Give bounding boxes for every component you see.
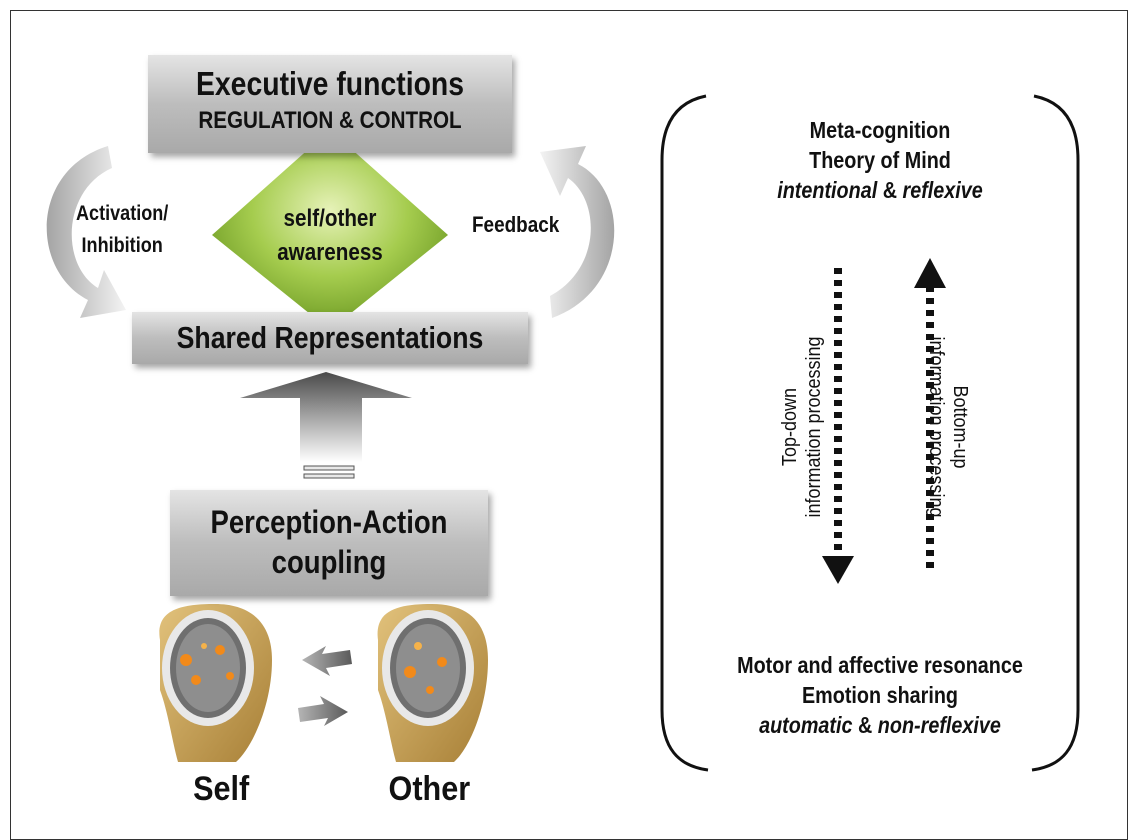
executive-subtitle: REGULATION & CONTROL [198, 107, 462, 134]
diamond-line1: self/other [283, 205, 377, 232]
motor-line1: Motor and affective resonance [737, 652, 1023, 678]
meta-cognition-block: Meta-cognition Theory of Mind intentiona… [691, 115, 1069, 205]
motor-resonance-block: Motor and affective resonance Emotion sh… [691, 650, 1069, 740]
self-head-icon [159, 604, 272, 762]
bottom-up-line2: information processing [925, 336, 947, 518]
arrow-to-other-icon [298, 696, 348, 726]
top-down-line2: information processing [803, 336, 825, 518]
meta-line3: intentional & reflexive [777, 177, 983, 203]
arrow-to-self-icon [302, 646, 352, 676]
bottom-up-line1: Bottom-up [949, 385, 971, 469]
top-down-label: Top-down information processing [778, 319, 826, 535]
upward-arrow [240, 372, 412, 462]
top-down-line1: Top-down [779, 387, 801, 467]
perception-line1: Perception-Action [210, 504, 448, 540]
meta-line2: Theory of Mind [809, 147, 951, 173]
perception-line2: coupling [271, 544, 387, 580]
activation-line2: Inhibition [81, 234, 163, 257]
diamond-line2: awareness [277, 239, 383, 266]
diamond-label: self/other awareness [266, 202, 395, 270]
meta-line1: Meta-cognition [809, 117, 951, 143]
self-label: Self [193, 770, 250, 808]
other-label: Other [388, 770, 471, 808]
left-bracket [660, 94, 709, 772]
shared-representations-box: Shared Representations [132, 312, 528, 364]
activation-inhibition-label: Activation/ Inhibition [76, 198, 168, 262]
executive-title: Executive functions [195, 65, 465, 102]
activation-curved-arrow [46, 146, 126, 318]
bottom-up-arrowhead [914, 258, 946, 288]
other-head-icon [377, 604, 488, 762]
right-bracket [1031, 94, 1080, 772]
activation-line1: Activation/ [76, 202, 169, 225]
arrow-stripe-2 [303, 473, 355, 479]
motor-line3: automatic & non-reflexive [759, 712, 1001, 738]
perception-action-box: Perception-Action coupling [170, 490, 488, 596]
motor-line2: Emotion sharing [801, 682, 959, 708]
executive-functions-box: Executive functions REGULATION & CONTROL [148, 55, 512, 153]
arrow-stripe-1 [303, 465, 355, 471]
bottom-up-label: Bottom-up information processing [924, 319, 972, 535]
self-other-diamond [212, 130, 448, 330]
top-down-arrowhead [822, 556, 854, 584]
feedback-label: Feedback [472, 212, 560, 237]
feedback-curved-arrow [540, 146, 615, 318]
shared-representations-label: Shared Representations [176, 320, 484, 355]
